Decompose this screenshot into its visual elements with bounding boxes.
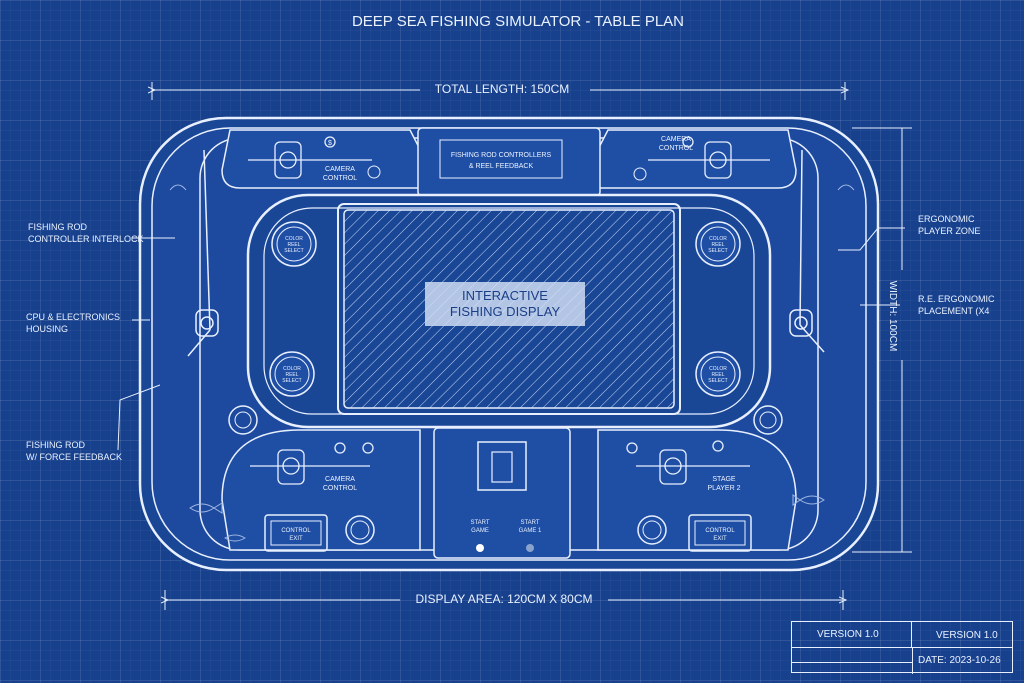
svg-text:$: $: [328, 140, 332, 147]
start-button-left[interactable]: [476, 544, 484, 552]
bottom-right-station: [597, 429, 797, 551]
dial-right[interactable]: [753, 405, 783, 435]
callout-ergo-line2: PLAYER ZONE: [918, 226, 980, 236]
center-switch[interactable]: [491, 451, 513, 483]
top-left-station: [221, 129, 442, 189]
station-bl-line2: CONTROL: [323, 485, 357, 492]
wheel-br-line1: COLOR: [709, 366, 727, 372]
station-bl-line1: CAMERA: [325, 476, 355, 483]
start-left-line1: START: [470, 520, 489, 526]
reel-icon-bottom-right: [626, 440, 750, 485]
width-label: WIDTH: 100CM: [887, 281, 898, 352]
display-area-dimension: DISPLAY AREA: 120CM X 80CM: [165, 590, 843, 610]
wheel-tr-line1: COLOR: [709, 236, 727, 242]
page-title: DEEP SEA FISHING SIMULATOR - TABLE PLAN: [352, 13, 684, 30]
station-tr-line1: CAMERA: [661, 136, 691, 143]
callout-place-line2: PLACEMENT (X4: [918, 306, 989, 316]
wheel-tl-line2: REEL: [287, 242, 300, 248]
dial-left[interactable]: [228, 405, 258, 435]
reel-icon-top-right: [648, 136, 770, 179]
reel-wheel-bottom-right[interactable]: COLOR REEL SELECT: [695, 351, 741, 397]
exit-right-line2: EXIT: [713, 536, 727, 542]
wheel-tl-line1: COLOR: [285, 236, 303, 242]
display-title-line1: INTERACTIVE: [462, 288, 548, 303]
total-length-dimension: TOTAL LENGTH: 150CM: [152, 82, 845, 100]
control-exit-left[interactable]: CONTROL EXIT: [264, 514, 328, 552]
reel-icon-top-left: $: [248, 136, 372, 179]
date-label: DATE: 2023-10-26: [918, 655, 1001, 666]
version-left: VERSION 1.0: [817, 629, 879, 640]
fishing-rod-left[interactable]: [187, 149, 219, 357]
wheel-tl-line3: SELECT: [284, 248, 303, 254]
wheel-br-line2: REEL: [711, 372, 724, 378]
title-block: VERSION 1.0 VERSION 1.0 DATE: 2023-10-26: [791, 621, 1013, 674]
reel-wheel-top-right[interactable]: COLOR REEL SELECT: [695, 221, 741, 267]
top-panel-line2: & REEL FEEDBACK: [469, 163, 534, 170]
callout-rod-line1: FISHING ROD: [28, 222, 88, 232]
reel-wheel-top-left[interactable]: COLOR REEL SELECT: [271, 221, 317, 267]
callout-force-line1: FISHING ROD: [26, 440, 86, 450]
round-button-left[interactable]: [345, 515, 375, 545]
start-left-line2: GAME: [471, 528, 489, 534]
callout-place-line1: R.E. ERGONOMIC: [918, 294, 995, 304]
callout-force-line2: W/ FORCE FEEDBACK: [26, 452, 122, 462]
wheel-tr-line2: REEL: [711, 242, 724, 248]
display-title-line2: FISHING DISPLAY: [450, 304, 561, 319]
start-right-line1: START: [520, 520, 539, 526]
bottom-center-panel: [433, 427, 571, 559]
fishing-rod-right[interactable]: [789, 149, 825, 353]
station-tl-line2: CONTROL: [323, 175, 357, 182]
reel-icon-bottom-left: [250, 442, 374, 485]
wheel-bl-line3: SELECT: [282, 378, 301, 384]
station-br-line2: PLAYER 2: [708, 485, 741, 492]
callout-rod-line2: CONTROLLER INTERLOCK: [28, 234, 144, 244]
wheel-bl-line2: REEL: [285, 372, 298, 378]
settings-knob-tl[interactable]: [367, 165, 381, 179]
exit-left-line1: CONTROL: [281, 528, 311, 534]
settings-knob-tr[interactable]: [633, 167, 647, 181]
version-right: VERSION 1.0: [936, 630, 998, 641]
play-area: INTERACTIVE FISHING DISPLAY: [246, 193, 772, 429]
top-panel-line1: FISHING ROD CONTROLLERS: [451, 152, 552, 159]
fish-decoration-icon: [169, 184, 855, 542]
start-right-line2: GAME 1: [519, 528, 542, 534]
wheel-br-line3: SELECT: [708, 378, 727, 384]
callout-ergo-line1: ERGONOMIC: [918, 214, 975, 224]
round-button-right[interactable]: [637, 515, 667, 545]
reel-wheel-bottom-left[interactable]: COLOR REEL SELECT: [269, 351, 315, 397]
station-tl-line1: CAMERA: [325, 166, 355, 173]
start-button-right[interactable]: [526, 544, 534, 552]
top-right-station: [576, 129, 797, 189]
station-tr-line2: CONTROL: [659, 145, 693, 152]
top-center-panel: [417, 127, 601, 197]
wheel-tr-line3: SELECT: [708, 248, 727, 254]
callout-lines: [117, 227, 905, 451]
station-br-line1: STAGE: [712, 476, 736, 483]
wheel-bl-line1: COLOR: [283, 366, 301, 372]
width-dimension: WIDTH: 100CM: [852, 127, 912, 553]
control-exit-right[interactable]: CONTROL EXIT: [688, 514, 752, 552]
total-length-label: TOTAL LENGTH: 150CM: [435, 82, 569, 96]
callout-cpu-line2: HOUSING: [26, 324, 68, 334]
exit-left-line2: EXIT: [289, 536, 303, 542]
exit-right-line1: CONTROL: [705, 528, 735, 534]
display-area-label: DISPLAY AREA: 120CM X 80CM: [416, 592, 593, 606]
callout-cpu-line1: CPU & ELECTRONICS: [26, 312, 120, 322]
